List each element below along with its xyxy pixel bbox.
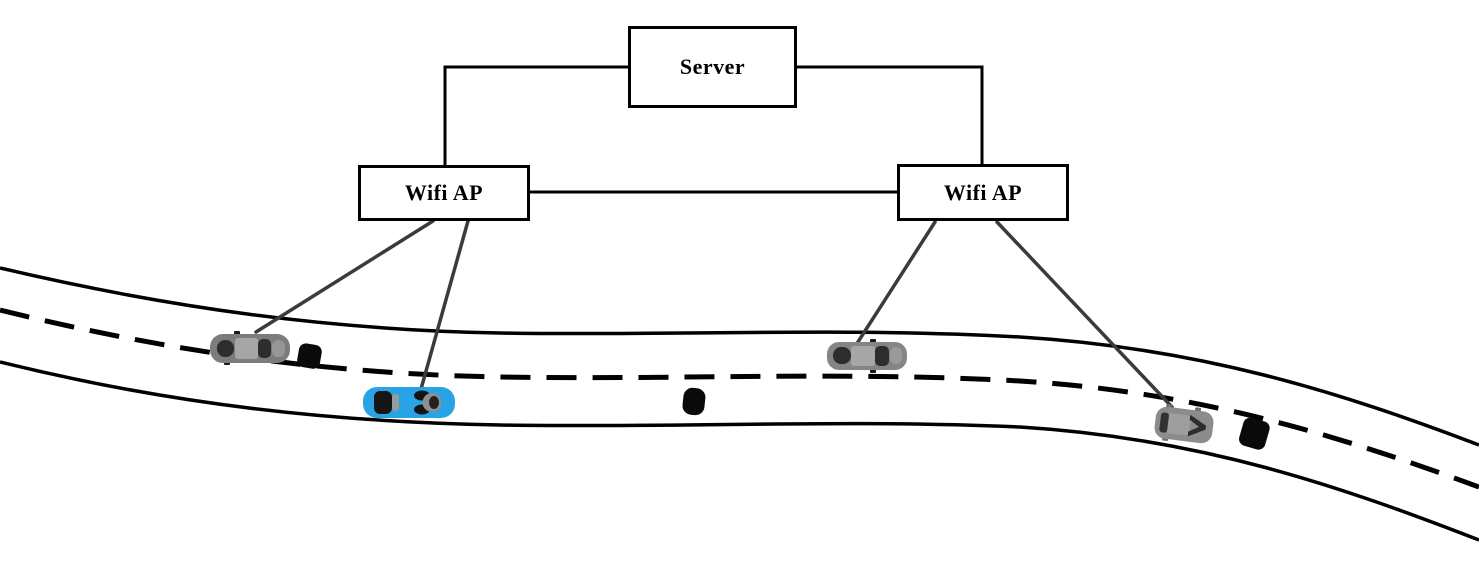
road-top-edge [0,266,1479,447]
car-2 [363,387,455,418]
car-4-cabin [1167,413,1191,436]
link-server-to-right-ap [797,65,984,164]
obstacles [297,343,1270,450]
car-3-rear-window [875,346,889,366]
obstacle-2 [682,387,706,416]
link-right-ap-to-car-4 [995,220,1174,409]
obstacle-3 [1239,417,1270,450]
car-1-cabin [235,338,258,359]
car-4 [1154,403,1214,444]
car-2-windshield [374,391,392,414]
link-right-ap-to-car-3 [854,220,937,347]
server-label: Server [679,54,746,79]
server-node: Server [628,26,797,108]
car-4-windshield [1187,414,1207,437]
wifi-ap-right-label: Wifi AP [943,179,1023,205]
wifi-ap-right-node: Wifi AP [897,164,1069,221]
wifi-ap-left-label: Wifi AP [404,180,484,205]
road-bottom-edge [0,360,1479,542]
car-1 [210,331,290,365]
obstacle-1 [297,343,322,369]
link-server-to-left-ap [443,65,628,165]
car-3 [827,339,907,373]
car-3-cabin [851,346,875,366]
backbone-links [443,65,984,194]
link-left-ap-to-car-1 [254,219,435,334]
car-4-rear-window [1159,412,1169,433]
car-2-roll-bar [392,394,399,411]
car-3-trunk [890,347,902,364]
car-1-trunk [272,340,285,357]
car-1-rear-window [258,339,271,358]
wifi-ap-left-node: Wifi AP [358,165,530,221]
road [0,266,1479,542]
link-left-ap-to-car-2 [419,219,470,391]
car-1-hood-window [217,340,234,357]
car-2-engine-detail [429,396,439,409]
wireless-links [254,219,1174,409]
car-3-hood-window [833,347,851,364]
